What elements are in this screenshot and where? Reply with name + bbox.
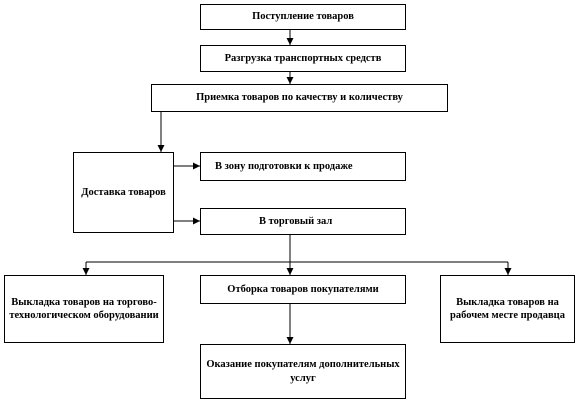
- box-customer-selection: Отборка товаров покупателями: [200, 275, 406, 304]
- box-sales-floor-label: В торговый зал: [259, 215, 333, 227]
- box-goods-delivery: Доставка товаров: [73, 152, 174, 233]
- box-prep-zone-label: В зону подготовки к продаже: [215, 160, 353, 172]
- box-additional-services-label: Оказание покупателям дополнительных услу…: [206, 359, 400, 384]
- box-goods-receipt: Поступление товаров: [200, 4, 406, 30]
- box-seller-workplace-layout: Выкладка товаров на рабочем месте продав…: [440, 275, 575, 343]
- box-sales-floor: В торговый зал: [200, 208, 406, 235]
- box-equipment-display-label: Выкладка товаров на торгово-технологичес…: [9, 296, 159, 321]
- box-goods-acceptance-label: Приемка товаров по качеству и количеству: [196, 92, 403, 104]
- box-goods-receipt-label: Поступление товаров: [252, 11, 354, 23]
- box-goods-delivery-label: Доставка товаров: [81, 186, 166, 198]
- box-vehicle-unloading: Разгрузка транспортных средств: [200, 45, 406, 72]
- box-prep-zone: В зону подготовки к продаже: [200, 152, 406, 181]
- box-goods-acceptance: Приемка товаров по качеству и количеству: [151, 84, 448, 112]
- box-seller-workplace-layout-label: Выкладка товаров на рабочем месте продав…: [450, 296, 565, 321]
- box-customer-selection-label: Отборка товаров покупателями: [227, 283, 379, 295]
- box-equipment-display: Выкладка товаров на торгово-технологичес…: [4, 275, 164, 343]
- box-vehicle-unloading-label: Разгрузка транспортных средств: [224, 52, 382, 64]
- box-additional-services: Оказание покупателям дополнительных услу…: [200, 344, 406, 399]
